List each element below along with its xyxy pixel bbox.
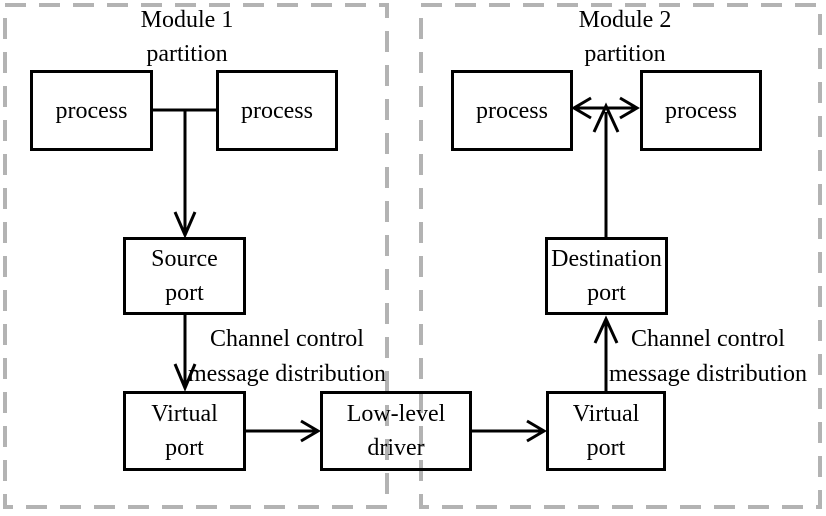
destination-port-label-line2: port <box>587 280 626 306</box>
module2-process-right-box: process <box>640 70 762 151</box>
module2-process-left-box: process <box>451 70 573 151</box>
channel-label-line2: message distribution <box>609 361 807 387</box>
virtual-port-label-line1: Virtual <box>151 401 218 427</box>
arrow-head-up-to-processes <box>592 102 620 133</box>
arrow-head-to-source-port <box>173 211 197 239</box>
module2-virtual-port-box: Virtual port <box>546 391 666 471</box>
process-label: process <box>665 97 737 124</box>
channel-label-line2: message distribution <box>188 361 386 387</box>
module1-header: Module 1 partition <box>87 3 287 71</box>
module1-boundary-dashed-rect <box>3 3 389 509</box>
virtual-port-label-line2: port <box>165 435 204 461</box>
arrow-head-to-virtual-port-m2 <box>526 419 547 443</box>
source-port-label-line2: port <box>165 280 204 306</box>
process-label: process <box>241 97 313 124</box>
channel-label-line1: Channel control <box>210 326 364 352</box>
virtual-port-label-line2: port <box>586 435 626 461</box>
arrow-head-to-driver <box>300 419 321 443</box>
channel-label-line1: Channel control <box>631 326 785 352</box>
module2-channel-control-label: Channel control message distribution <box>608 322 808 392</box>
double-arrow-right-head <box>619 96 640 120</box>
process-label: process <box>476 97 548 124</box>
double-arrow-left-head <box>571 96 592 120</box>
module2-subtitle: partition <box>584 41 666 67</box>
module1-subtitle: partition <box>146 41 228 67</box>
module2-header: Module 2 partition <box>525 3 725 71</box>
module1-process-right-box: process <box>216 70 338 151</box>
module2-title: Module 2 <box>578 7 672 33</box>
module1-virtual-port-box: Virtual port <box>123 391 246 471</box>
source-port-box: Source port <box>123 237 246 315</box>
module1-title: Module 1 <box>140 7 234 33</box>
module1-channel-control-label: Channel control message distribution <box>187 322 387 392</box>
virtual-port-label-line1: Virtual <box>572 401 640 427</box>
module2-boundary-dashed-rect <box>419 3 822 509</box>
arrow-head-to-destination-port <box>593 315 619 344</box>
module1-process-connector-line <box>153 108 216 233</box>
low-level-driver-label-line1: Low-level <box>346 401 446 427</box>
low-level-driver-label-line2: driver <box>367 435 425 461</box>
source-port-label-line1: Source <box>151 246 218 272</box>
module1-process-left-box: process <box>30 70 153 151</box>
arrow-head-to-virtual-port-m1 <box>173 363 197 392</box>
destination-port-box: Destination port <box>545 237 668 315</box>
process-label: process <box>55 97 128 124</box>
destination-port-label-line1: Destination <box>551 246 662 272</box>
low-level-driver-box: Low-level driver <box>320 391 472 471</box>
